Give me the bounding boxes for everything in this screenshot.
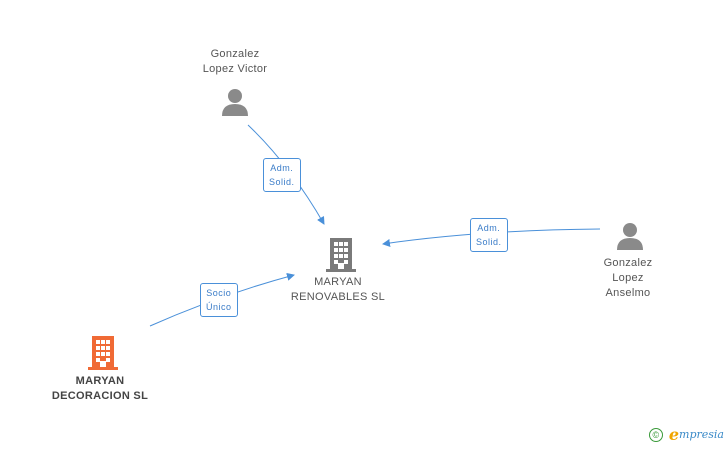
- node-person-anselmo[interactable]: Gonzalez Lopez Anselmo: [590, 256, 666, 301]
- company-name-line: DECORACION SL: [51, 390, 149, 402]
- edge-label-line: Socio: [206, 288, 232, 298]
- edge-label-line: Solid.: [476, 237, 502, 247]
- edge-label-adm-solid: Adm. Solid.: [470, 218, 508, 252]
- edge-label-line: Solid.: [269, 177, 295, 187]
- company-name-line: RENOVABLES SL: [290, 291, 386, 303]
- copyright-icon: ©: [648, 427, 663, 442]
- brand-logo-text: mpresia: [679, 428, 724, 441]
- person-name[interactable]: Gonzalez Lopez Victor: [183, 47, 287, 77]
- company-name[interactable]: MARYAN DECORACION SL: [45, 374, 155, 404]
- brand-footer: © e mpresia: [648, 425, 724, 444]
- edge-label-line: Único: [206, 302, 232, 312]
- person-name-line: Lopez: [612, 272, 644, 284]
- person-name[interactable]: Gonzalez Lopez Anselmo: [590, 256, 666, 301]
- person-icon[interactable]: [222, 89, 248, 116]
- company-name-line: MARYAN: [75, 375, 125, 387]
- person-icon[interactable]: [617, 223, 643, 250]
- person-name-line: Gonzalez: [603, 257, 653, 269]
- node-company-decoracion[interactable]: MARYAN DECORACION SL: [45, 374, 155, 404]
- building-icon[interactable]: [326, 238, 356, 272]
- node-person-victor[interactable]: Gonzalez Lopez Victor: [183, 47, 287, 77]
- company-name-line: MARYAN: [314, 276, 362, 288]
- edge-label-line: Adm.: [270, 163, 294, 173]
- person-name-line: Gonzalez: [210, 48, 260, 60]
- edge-label-line: Adm.: [477, 223, 501, 233]
- brand-logo-initial: e: [668, 425, 680, 444]
- building-icon[interactable]: [88, 336, 118, 370]
- node-company-renovables[interactable]: MARYAN RENOVABLES SL: [283, 275, 393, 305]
- person-name-line: Anselmo: [605, 287, 651, 299]
- edge-label-socio-unico: Socio Único: [200, 283, 238, 317]
- person-name-line: Lopez Victor: [202, 63, 268, 75]
- edge-label-adm-solid: Adm. Solid.: [263, 158, 301, 192]
- company-name[interactable]: MARYAN RENOVABLES SL: [283, 275, 393, 305]
